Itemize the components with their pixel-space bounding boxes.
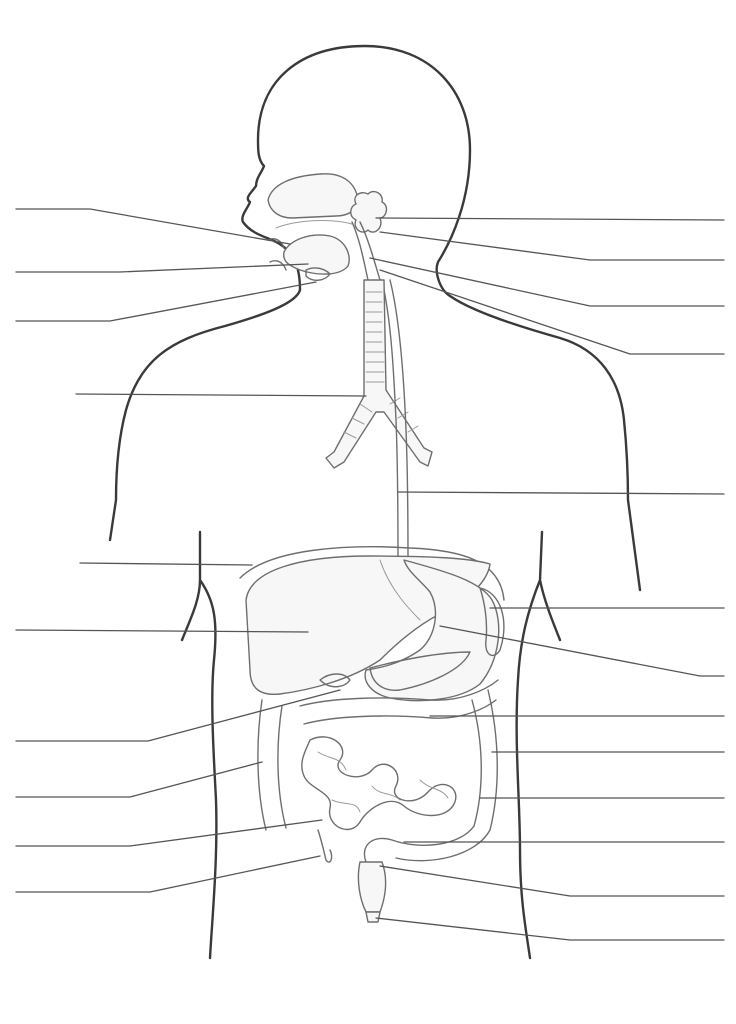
label-line-right-3	[369, 257, 725, 307]
hard-palate	[275, 220, 353, 229]
sigmoid-colon	[363, 825, 491, 863]
label-line-left-6	[15, 629, 309, 633]
oral-and-nasal-structures	[267, 173, 388, 281]
label-line-left-2	[15, 263, 309, 273]
label-line-right-5	[397, 491, 725, 495]
label-line-right-12	[379, 865, 725, 897]
label-line-left-10	[15, 855, 321, 893]
label-leader-lines	[15, 208, 725, 941]
body-outline	[108, 44, 642, 960]
label-line-right-4	[379, 269, 725, 355]
trachea-and-bronchi	[325, 279, 433, 561]
right-shoulder-arm-outline	[448, 294, 642, 592]
head-outline	[241, 44, 472, 298]
label-line-left-7	[15, 689, 341, 742]
small-intestine	[301, 736, 457, 831]
label-line-left-1	[15, 208, 291, 245]
salivary-gland	[350, 190, 388, 233]
label-line-left-8	[15, 761, 263, 798]
lips	[267, 238, 287, 271]
left-torso-outline	[180, 530, 218, 960]
trachea	[325, 279, 433, 469]
trachea-rings	[343, 291, 419, 439]
rectum	[357, 861, 387, 913]
abdominal-organs	[239, 546, 505, 923]
left-shoulder-arm-outline	[108, 288, 302, 542]
liver-lobe-line	[379, 559, 421, 621]
esophagus	[383, 279, 409, 561]
gallbladder	[319, 673, 351, 688]
right-torso-outline	[515, 530, 562, 960]
anus	[365, 911, 381, 923]
label-line-left-3	[15, 281, 317, 322]
label-line-left-4	[75, 393, 367, 397]
pharynx	[351, 221, 381, 281]
label-line-left-9	[15, 819, 323, 847]
ascending-colon	[257, 699, 287, 831]
appendix	[317, 829, 333, 863]
pancreas	[369, 651, 471, 691]
spleen	[479, 587, 505, 657]
descending-colon	[471, 689, 498, 831]
label-line-right-13	[375, 917, 725, 941]
stomach	[364, 559, 500, 702]
small-intestine-folds	[317, 751, 449, 813]
label-line-right-2	[379, 231, 725, 261]
label-line-right-1	[375, 217, 725, 221]
transverse-colon	[299, 679, 499, 725]
nasal-cavity	[267, 173, 359, 219]
sublingual-gland	[305, 267, 331, 281]
label-line-right-7	[439, 625, 725, 677]
label-line-left-5	[79, 562, 253, 566]
